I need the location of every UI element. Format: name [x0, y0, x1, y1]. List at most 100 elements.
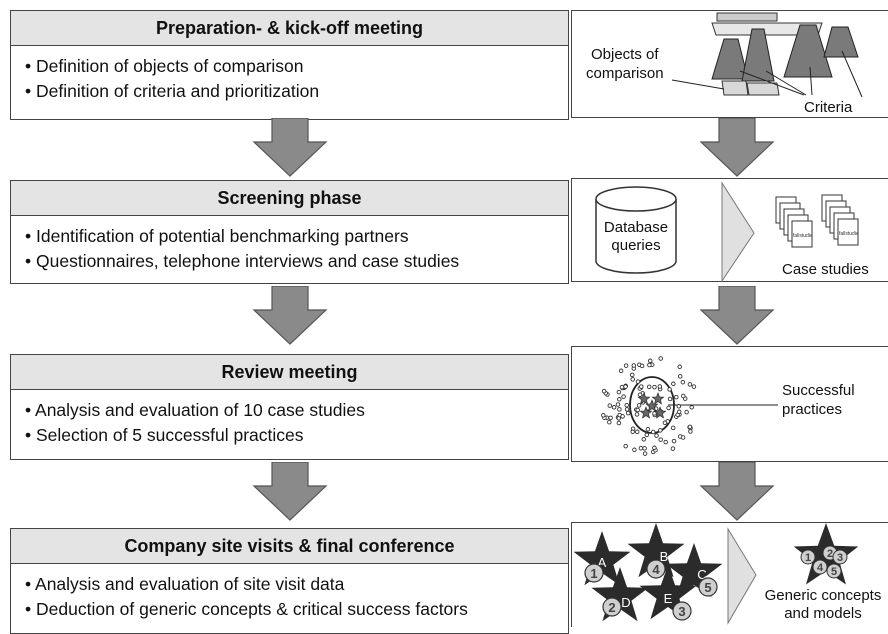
number-badge — [698, 577, 718, 597]
star-icon — [651, 392, 665, 405]
dot-icon — [658, 437, 663, 442]
dot-icon — [688, 429, 693, 434]
dot-icon — [647, 362, 652, 368]
stage-preparation: Preparation- & kick-off meeting • Defini… — [10, 10, 569, 120]
star-icon — [645, 399, 659, 412]
dot-icon — [666, 405, 671, 411]
dot-icon — [647, 358, 653, 364]
badge-number: 3 — [837, 552, 843, 564]
dot-icon — [611, 405, 617, 410]
stage-body: • Identification of potential benchmarki… — [10, 216, 569, 284]
dot-icon — [618, 368, 624, 374]
panel-successful-practices: Successful practices — [571, 346, 888, 462]
star-icon — [637, 392, 651, 405]
dot-icon — [652, 445, 657, 451]
dot-icon — [623, 384, 628, 389]
stage-body: • Analysis and evaluation of 10 case stu… — [10, 390, 569, 460]
dot-icon — [680, 435, 686, 440]
dot-icon — [681, 393, 686, 399]
star-letter: C — [697, 567, 706, 582]
dot-icon — [671, 381, 676, 387]
bullet: Definition of criteria and prioritizatio… — [36, 81, 320, 101]
stage-title: Screening phase — [10, 180, 569, 216]
bullet: Deduction of generic concepts & critical… — [36, 599, 468, 619]
star-letter: A — [598, 555, 607, 570]
dot-icon — [624, 402, 629, 408]
star-icon — [639, 406, 653, 419]
badge-number: 4 — [652, 562, 660, 577]
bullet: Questionnaires, telephone interviews and… — [36, 251, 460, 271]
dot-icon — [687, 424, 693, 430]
dot-icon — [639, 384, 644, 389]
dot-icon — [637, 392, 643, 397]
stage-review: Review meeting • Analysis and evaluation… — [10, 354, 569, 460]
dot-icon — [615, 402, 621, 407]
stage-title: Review meeting — [10, 354, 569, 390]
number-badge — [832, 549, 848, 565]
dot-icon — [658, 356, 663, 361]
down-arrow-icon — [699, 286, 775, 345]
number-badge — [602, 597, 622, 617]
dot-icon — [607, 419, 612, 425]
case-studies-label: Case studies — [782, 261, 869, 278]
panel-objects-criteria: Objects of comparison Criteria — [571, 10, 888, 118]
dot-icon — [663, 439, 668, 445]
dot-icon — [642, 451, 648, 456]
dot-icon — [616, 389, 622, 395]
star-icon — [591, 567, 649, 622]
dot-icon — [601, 413, 606, 418]
dot-icon — [607, 403, 613, 408]
dot-icon — [635, 379, 641, 384]
dot-icon — [652, 384, 657, 390]
badge-number: 2 — [827, 548, 833, 560]
dot-icon — [638, 445, 644, 451]
down-arrow-icon — [252, 462, 328, 521]
down-arrow-icon — [252, 118, 328, 177]
dot-icon — [617, 397, 622, 402]
badge-number: 1 — [590, 566, 597, 581]
practices-illustration — [601, 356, 778, 456]
dot-icon — [634, 412, 640, 417]
dot-icon — [630, 377, 635, 382]
dot-icon — [620, 414, 625, 419]
dot-icon — [687, 382, 693, 387]
star-icon — [627, 523, 685, 578]
bullet: Identification of potential benchmarking… — [36, 226, 409, 246]
database-label: Database queries — [603, 219, 669, 254]
badge-number: 1 — [805, 552, 811, 564]
star-icon — [665, 543, 723, 598]
dot-icon — [658, 428, 663, 433]
doc-text: fallstudie — [793, 233, 813, 239]
star-icon — [639, 565, 697, 620]
doc-text: fallstudie — [839, 231, 859, 237]
number-badge — [826, 563, 842, 579]
dot-icon — [636, 403, 642, 408]
down-arrow-icon — [699, 118, 775, 177]
down-arrow-icon — [252, 286, 328, 345]
dot-icon — [621, 394, 626, 399]
dot-icon — [677, 374, 683, 379]
badge-number: 5 — [831, 566, 837, 578]
dot-icon — [671, 438, 677, 444]
dot-icon — [662, 420, 668, 426]
criteria-illustration — [671, 12, 863, 98]
database-illustration: fallstudie fallstudie — [595, 181, 859, 283]
bullet: Definition of objects of comparison — [36, 56, 304, 76]
stage-body: • Definition of objects of comparison • … — [10, 46, 569, 120]
dot-icon — [641, 437, 647, 442]
dot-icon — [635, 407, 640, 413]
dot-icon — [650, 429, 656, 435]
practices-label: Successful practices — [782, 382, 855, 418]
number-badge — [812, 559, 828, 575]
number-badge — [672, 601, 692, 621]
stage-title: Preparation- & kick-off meeting — [10, 10, 569, 46]
bullet: Analysis and evaluation of 10 case studi… — [35, 400, 365, 420]
dot-icon — [654, 433, 659, 438]
stage-site-visits: Company site visits & final conference •… — [10, 528, 569, 634]
dot-icon — [684, 409, 689, 415]
dot-icon — [676, 409, 682, 415]
dot-icon — [629, 372, 635, 378]
dot-icon — [644, 432, 650, 438]
